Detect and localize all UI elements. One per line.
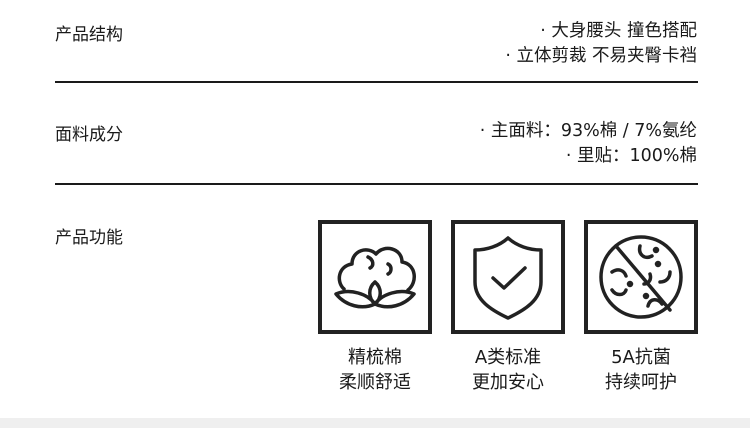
structure-value: · 立体剪裁 不易夹臀卡裆 xyxy=(505,45,697,66)
feature-subtitle: 更加安心 xyxy=(472,372,544,393)
feature-caption: 5A抗菌持续呵护 xyxy=(584,345,698,395)
feature-caption: A类标准更加安心 xyxy=(451,345,565,395)
feature-title: A类标准 xyxy=(474,347,542,368)
section-label-structure: 产品结构 xyxy=(55,25,123,45)
feature-title: 5A抗菌 xyxy=(611,347,671,368)
material-values: · 主面料：93%棉 / 7%氨纶 · 里贴：100%棉 xyxy=(480,119,697,168)
material-value: · 里贴：100%棉 xyxy=(565,145,697,166)
feature-caption: 精梳棉柔顺舒适 xyxy=(318,345,432,395)
feature-subtitle: 持续呵护 xyxy=(605,372,677,393)
cotton-icon xyxy=(318,220,432,334)
structure-value: · 大身腰头 撞色搭配 xyxy=(540,21,697,41)
section-label-material: 面料成分 xyxy=(55,125,123,145)
material-value: · 主面料：93%棉 / 7%氨纶 xyxy=(479,121,697,141)
divider xyxy=(55,81,698,83)
feature-title: 精梳棉 xyxy=(348,347,402,368)
shield-check-icon xyxy=(451,220,565,334)
antibacterial-icon xyxy=(584,220,698,334)
divider xyxy=(55,183,698,185)
feature-subtitle: 柔顺舒适 xyxy=(339,372,411,393)
section-label-function: 产品功能 xyxy=(55,228,123,248)
structure-values: · 大身腰头 撞色搭配 · 立体剪裁 不易夹臀卡裆 xyxy=(505,19,697,68)
bottom-strip xyxy=(0,418,750,428)
